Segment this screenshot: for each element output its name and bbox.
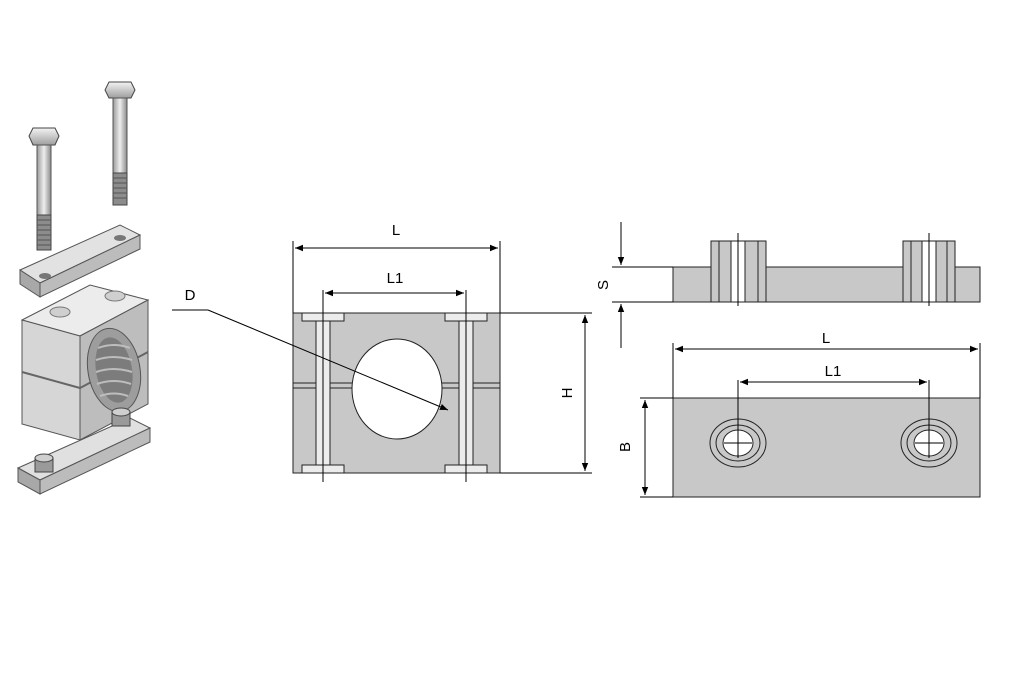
label-S: S [595,280,612,290]
dimension-L-front: L [292,222,501,313]
side-view-boss-left [710,233,767,306]
front-view: L L1 H D [172,222,592,482]
top-view-hole-left [709,380,767,468]
front-view-bolt-left [301,290,345,482]
side-view-boss-right [902,233,956,306]
weld-plate [16,407,152,495]
bolt-long [104,81,136,206]
dimension-H: H [500,312,592,474]
clamp-body [20,284,150,441]
cover-plate [18,224,142,298]
label-B: B [617,442,634,452]
top-view-hole-right [900,380,958,468]
dimension-D: D [172,287,449,411]
dimension-S: S [595,222,673,348]
label-L1-front: L1 [387,270,404,287]
bolt-short [28,127,60,251]
top-view: L L1 B [617,330,981,498]
label-H: H [559,388,576,399]
exploded-isometric-view [16,81,152,495]
dimension-B: B [617,397,673,498]
label-L-top: L [822,330,830,347]
dimension-L1-front: L1 [325,270,464,297]
dimension-L-top: L [672,330,981,398]
label-D: D [185,287,196,304]
front-view-bolt-right [444,290,488,482]
label-L1-top: L1 [825,363,842,380]
dimension-L1-top: L1 [740,363,927,386]
side-view: S [595,222,981,348]
label-L-front: L [392,222,400,239]
